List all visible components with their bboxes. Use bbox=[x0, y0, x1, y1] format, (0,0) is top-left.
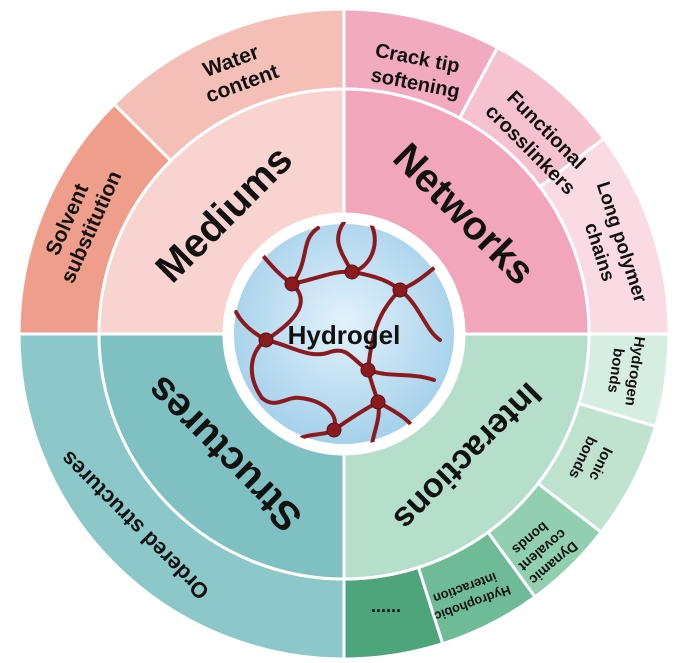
quadrant-structures bbox=[97, 332, 346, 581]
label-more: ...... bbox=[371, 596, 401, 616]
crosslink-node bbox=[326, 422, 342, 438]
crosslink-node bbox=[360, 362, 376, 378]
quadrant-networks bbox=[342, 87, 591, 336]
crosslink-node bbox=[258, 332, 274, 348]
crosslink-node bbox=[392, 282, 408, 298]
quadrant-mediums bbox=[97, 87, 346, 336]
crosslink-node bbox=[344, 264, 360, 280]
crosslink-node bbox=[284, 276, 300, 292]
center-label: Hydrogel bbox=[288, 320, 401, 350]
crosslink-nodes bbox=[258, 264, 408, 438]
crosslink-node bbox=[370, 394, 386, 410]
quadrant-interactions bbox=[342, 332, 591, 581]
hydrogel-center: Hydrogel bbox=[230, 220, 458, 448]
middle-ring bbox=[97, 87, 591, 581]
